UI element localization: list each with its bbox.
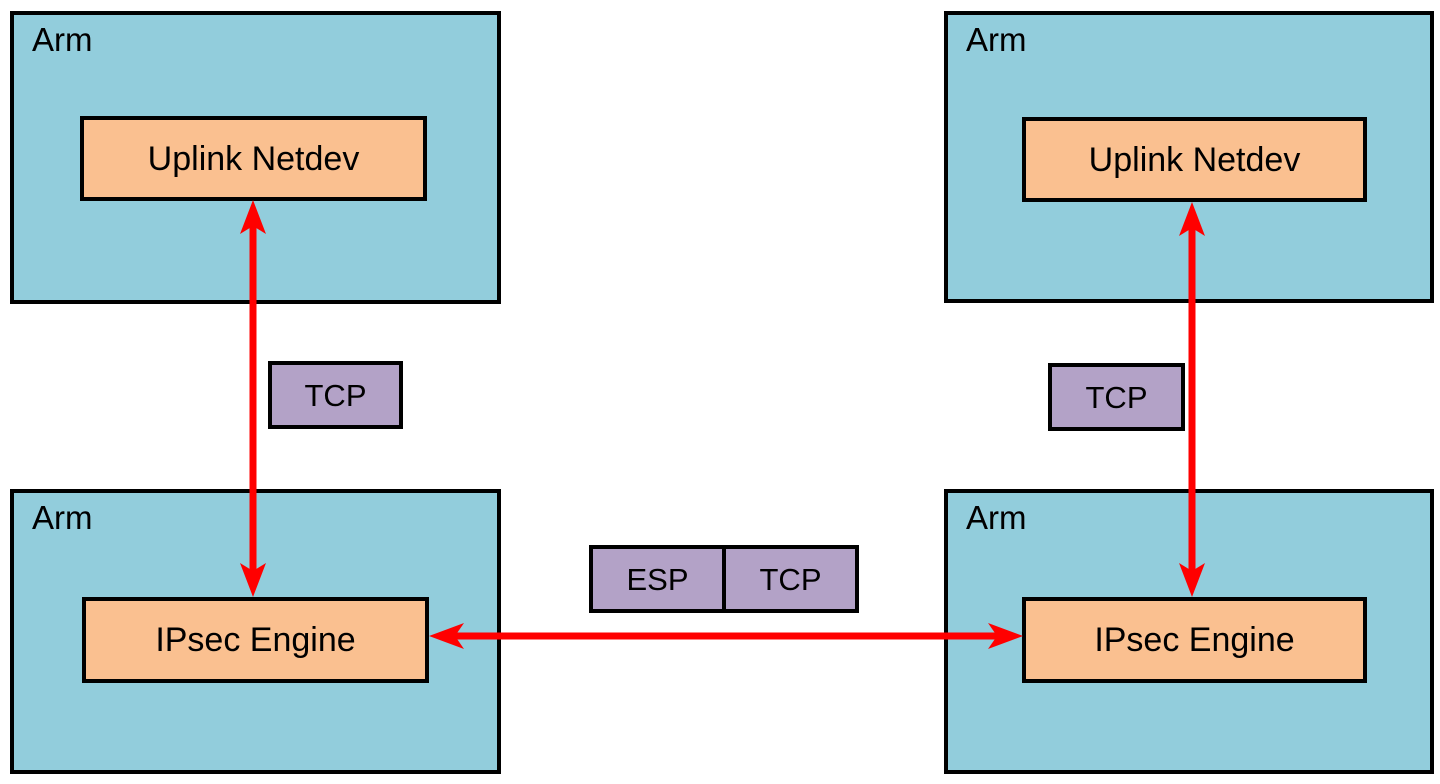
uplink-netdev-box-right[interactable]: Uplink Netdev (1022, 117, 1367, 202)
ipsec-engine-box-right[interactable]: IPsec Engine (1022, 597, 1367, 683)
arrow-center-horizontal (429, 623, 1023, 649)
protocol-cell-tcp: TCP (722, 549, 855, 609)
protocol-box-center-esp-tcp[interactable]: ESP TCP (589, 545, 859, 613)
protocol-box-right-tcp[interactable]: TCP (1048, 363, 1185, 431)
uplink-netdev-label: Uplink Netdev (147, 139, 360, 178)
uplink-netdev-box-left[interactable]: Uplink Netdev (80, 116, 427, 201)
uplink-netdev-label: Uplink Netdev (1088, 140, 1301, 179)
protocol-cell-esp: ESP (626, 561, 689, 597)
ipsec-engine-box-left[interactable]: IPsec Engine (82, 597, 429, 683)
ipsec-engine-label: IPsec Engine (1094, 621, 1295, 659)
arm-enclosure-label: Arm (966, 21, 1027, 58)
arm-enclosure-label: Arm (966, 499, 1027, 536)
arm-enclosure-label: Arm (32, 499, 93, 536)
protocol-box-left-tcp[interactable]: TCP (268, 361, 403, 429)
protocol-cell-tcp: TCP (304, 377, 367, 413)
protocol-cell-tcp: TCP (1085, 379, 1148, 415)
ipsec-engine-label: IPsec Engine (155, 621, 356, 659)
arm-enclosure-label: Arm (32, 21, 93, 58)
